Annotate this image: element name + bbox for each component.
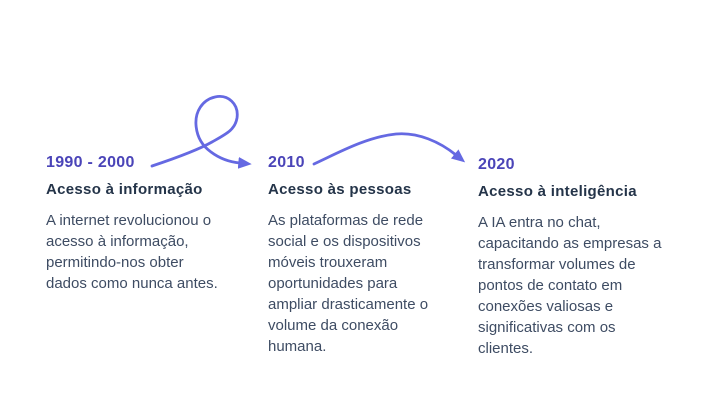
era-title: Acesso à inteligência: [478, 183, 637, 200]
era-period: 1990 - 2000: [46, 154, 135, 171]
era-period: 2010: [268, 154, 305, 171]
era-description: A internet revolucionou o acesso à infor…: [46, 212, 218, 292]
timeline-era-1990-2000: 1990 - 2000 Acesso à informação A intern…: [46, 154, 226, 294]
era-period: 2020: [478, 156, 515, 173]
era-description: A IA entra no chat, capacitando as empre…: [478, 214, 662, 357]
era-description: As plataformas de rede social e os dispo…: [268, 212, 429, 355]
timeline-era-2010: 2010 Acesso às pessoas As plataformas de…: [268, 154, 440, 357]
era-title: Acesso às pessoas: [268, 181, 412, 198]
era-title: Acesso à informação: [46, 181, 203, 198]
timeline-era-2020: 2020 Acesso à inteligência A IA entra no…: [478, 156, 668, 359]
